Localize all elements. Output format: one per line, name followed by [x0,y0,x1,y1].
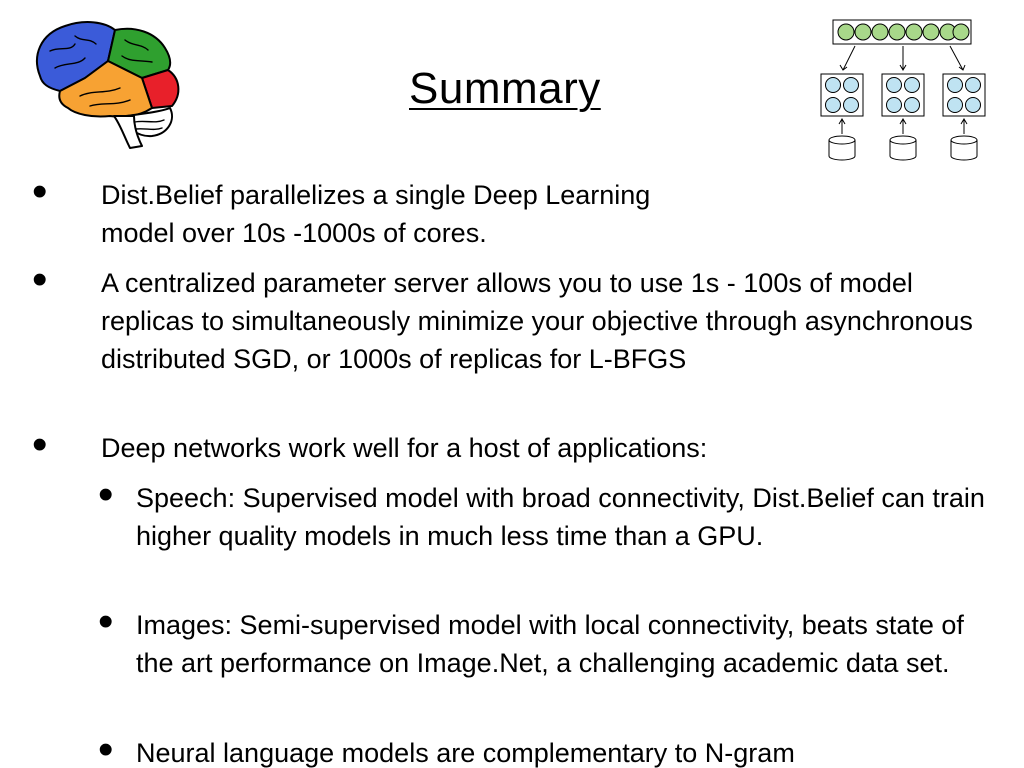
bullet-dot: • [32,167,48,216]
sub-bullet-text: Images: Semi-supervised model with local… [136,610,964,678]
bullet-dot: • [98,470,114,519]
page-title: Summary [409,64,601,113]
bullet-dot: • [32,420,48,469]
bullet-dot: • [98,725,114,768]
brain-icon [36,21,180,149]
bullet-text: A centralized parameter server allows yo… [101,268,973,374]
sub-bullet-text: Speech: Supervised model with broad conn… [136,483,985,551]
sub-bullet-text: Neural language models are complementary… [136,738,795,768]
bullet-dot: • [98,597,114,646]
bullet-dot: • [32,255,48,304]
parameter-server-diagram-icon [820,19,986,161]
bullet-text: Deep networks work well for a host of ap… [101,433,708,463]
bullet-text: Dist.Belief parallelizes a single Deep L… [101,180,651,248]
